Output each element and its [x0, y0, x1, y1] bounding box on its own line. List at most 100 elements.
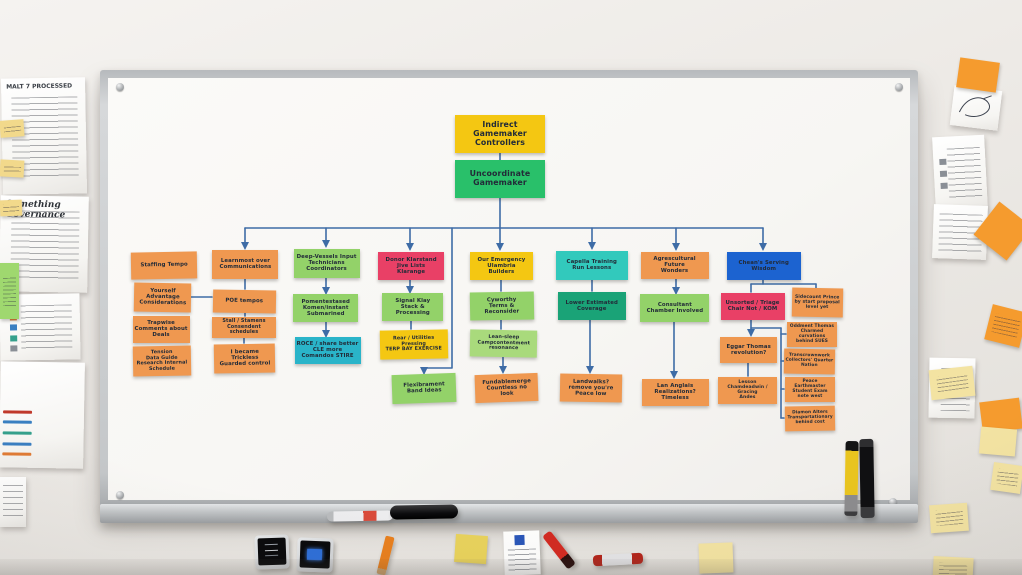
sticky-note-text: Yourself Advantage Considerations: [138, 288, 186, 307]
pinned-paper: [949, 85, 1003, 131]
sticky-note: Transcrownwork Collectors' Quarter Natio…: [783, 348, 836, 375]
yellow-marker: [844, 440, 859, 517]
desk-edge: [0, 559, 1022, 575]
sticky-note-text: Pomentestased Komen/instant Submarined: [301, 298, 350, 317]
black-marker: [859, 438, 875, 519]
sticky-note: Consultant Chamber Involved: [640, 294, 709, 322]
sticky-note-text: Staffing Tempo: [140, 262, 188, 269]
sticky-note-text: Transcrownwork Collectors' Quarter Natio…: [785, 352, 834, 368]
sticky-note: Our Emergency Ulambria Builders: [470, 252, 533, 280]
sticky-note: Chean's Serving Wisdom: [727, 252, 801, 280]
wall-sticky-note: [978, 426, 1018, 457]
sticky-note-text: Lower Estimated Coverage: [565, 299, 619, 312]
sticky-note-text: Agrescultural Future Wonders: [653, 256, 697, 275]
frame-screw: [889, 498, 897, 506]
sticky-note-text: I became Trickless Guarded control: [219, 349, 271, 368]
sticky-note-text: Stall / Stamens Consendent schedules: [222, 318, 266, 336]
sticky-note: Capella Training Run Lessons: [556, 251, 628, 280]
sticky-note-text: Lan Anglais Realizations? Timeless: [654, 383, 697, 402]
sticky-note: Cyworthy Terms & Reconsider: [469, 291, 535, 321]
sticky-note: Lesson Chamdeadwin / Gracing Andes: [718, 377, 777, 404]
sticky-note-text: Eggar Thomas revolution?: [726, 343, 771, 356]
wall-sticky-note: [0, 263, 19, 319]
sticky-note: Stall / Stamens Consendent schedules: [212, 317, 276, 338]
sticky-note: Pomentestased Komen/instant Submarined: [293, 294, 358, 322]
sticky-note-text: Flexibrament Band Ideas: [403, 381, 445, 395]
frame-screw: [116, 491, 124, 499]
sticky-note-text: ROCE / share better CLE more Comandos ST…: [297, 341, 359, 360]
wall-sticky-note: [0, 159, 25, 178]
paper-list-bullet: [939, 158, 947, 166]
sticky-note: Lower Estimated Coverage: [558, 292, 626, 320]
sticky-note: Unsorted / Triage Chair Not / KOM: [721, 293, 785, 320]
sticky-note: Learnmost over Communications: [212, 250, 278, 279]
sticky-note-text: Landwalks? remove you're Peace low: [568, 378, 614, 398]
paper-color-bar: [2, 441, 32, 446]
paper-list-bullet: [9, 335, 17, 342]
sticky-note-text: Capella Training Run Lessons: [566, 259, 618, 272]
sticky-note: Flexibrament Band Ideas: [391, 372, 457, 405]
sticky-note-text: Cyworthy Terms & Reconsider: [484, 296, 520, 316]
paper-list-bullet: [9, 324, 17, 331]
paper-list-bullet: [940, 170, 948, 178]
sticky-note: Diamon Alters Transportationary behind c…: [784, 405, 836, 432]
sticky-note-text: Our Emergency Ulambria Builders: [477, 256, 526, 275]
sticky-note-text: Lean-sleep Campcontentment resonance: [477, 334, 530, 352]
sticky-note-text: Rear / Utilities Pressing TERP BAY EXERC…: [385, 334, 443, 353]
sticky-note-text: Trapwise Comments about Deals: [134, 320, 189, 339]
sticky-note: Fundablemerge Countless no look: [474, 372, 539, 404]
card-logo: [514, 534, 525, 545]
sticky-note: I became Trickless Guarded control: [213, 343, 276, 374]
wall-sticky-note: [0, 119, 25, 138]
sticky-note: Staffing Tempo: [130, 251, 198, 280]
pinned-paper: [0, 477, 26, 527]
sticky-note: Indirect Gamemaker Controllers: [455, 115, 545, 153]
paper-list-bullet: [9, 345, 18, 352]
sticky-note: Lean-sleep Campcontentment resonance: [469, 329, 538, 358]
sticky-note: Tension Data Guide Research Internal Sch…: [132, 345, 192, 377]
sticky-note-text: Diamon Alters Transportationary behind c…: [787, 409, 833, 426]
sticky-note-text: Donor Klarstand Jive Lists Klarange: [385, 256, 437, 275]
sticky-note: ROCE / share better CLE more Comandos ST…: [295, 337, 361, 364]
frame-screw: [895, 83, 903, 91]
paper-color-bar: [3, 420, 32, 425]
sticky-note: Signal Klay Stack & Processing: [382, 293, 443, 321]
sticky-note-text: Deep-Vessels Input Technicians Coordinat…: [297, 254, 357, 273]
sticky-note-text: Unsorted / Triage Chair Not / KOM: [725, 300, 780, 313]
sticky-note: Trapwise Comments about Deals: [133, 316, 190, 343]
sticky-note: Eggar Thomas revolution?: [720, 337, 777, 363]
sticky-note: Donor Klarstand Jive Lists Klarange: [378, 252, 444, 280]
wall-sticky-note: [929, 502, 969, 534]
sticky-note-text: Peace Earthmaster Student Exam note west: [792, 378, 828, 399]
sticky-note: Sidecount Prince by start proposal level…: [791, 287, 844, 318]
sticky-note-text: Sidecount Prince by start proposal level…: [794, 294, 841, 311]
sticky-note: POE tempos: [212, 289, 277, 314]
paper-color-bar: [2, 452, 32, 456]
sticky-note-text: Oddment Thomas Charmed curvations behind…: [789, 323, 835, 344]
paper-color-bar: [3, 431, 32, 435]
sticky-note: Rear / Utilities Pressing TERP BAY EXERC…: [379, 329, 449, 360]
wall-sticky-note: [956, 57, 1000, 93]
silver-marker: [326, 510, 394, 522]
frame-screw: [116, 83, 124, 91]
black-eraser: [389, 504, 459, 520]
sticky-note-text: Learnmost over Communications: [219, 258, 271, 271]
sticky-note-text: Signal Klay Stack & Processing: [395, 297, 430, 316]
whiteboard-marker-tray: [100, 504, 918, 523]
sticky-note-text: Tension Data Guide Research Internal Sch…: [136, 348, 188, 372]
sticky-note-text: Lesson Chamdeadwin / Gracing Andes: [727, 380, 768, 401]
sticky-note-text: Indirect Gamemaker Controllers: [473, 119, 527, 147]
sticky-note-text: POE tempos: [225, 298, 264, 305]
sticky-note: Peace Earthmaster Student Exam note west: [785, 377, 835, 402]
sticky-note: Oddment Thomas Charmed curvations behind…: [787, 322, 837, 347]
sticky-note-text: Consultant Chamber Involved: [646, 301, 703, 314]
doodle-sketch: [958, 95, 992, 117]
sticky-note: Yourself Advantage Considerations: [133, 282, 192, 313]
sticky-note: Lan Anglais Realizations? Timeless: [642, 379, 709, 406]
sticky-note: Agrescultural Future Wonders: [641, 252, 709, 279]
wall-sticky-note: [984, 304, 1022, 348]
paper-title: MALT 7 PROCESSED: [6, 82, 73, 91]
paper-list-bullet: [940, 182, 949, 189]
